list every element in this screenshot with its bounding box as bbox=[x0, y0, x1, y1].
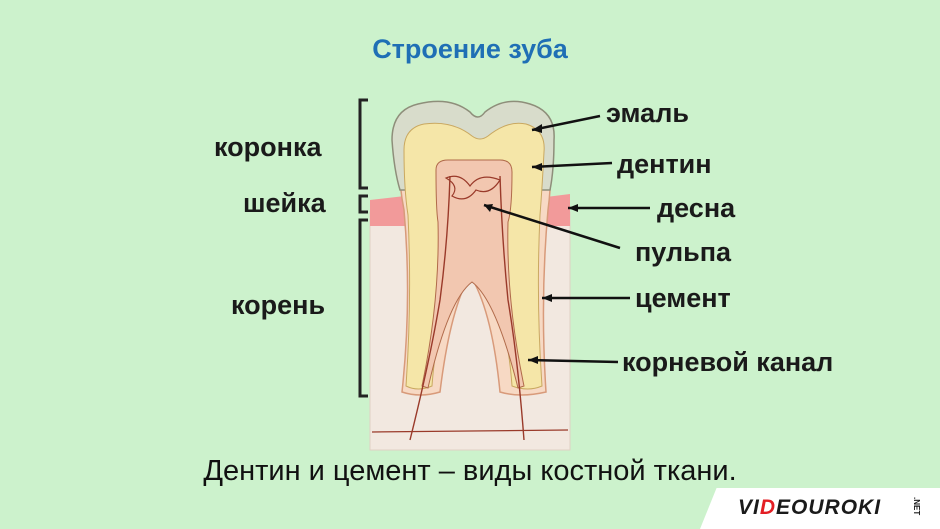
label-crown: коронка bbox=[214, 132, 322, 162]
arrowhead-gum bbox=[568, 204, 578, 212]
bracket-crown bbox=[358, 98, 368, 190]
label-enamel: эмаль bbox=[606, 98, 689, 128]
label-cement: цемент bbox=[635, 283, 731, 313]
arrowhead-root-canal bbox=[528, 356, 538, 364]
label-pulp: пульпа bbox=[635, 237, 732, 267]
brand-tld: .NET bbox=[912, 497, 921, 516]
brand-accent: D bbox=[759, 496, 777, 519]
label-root-canal: корневой канал bbox=[622, 347, 834, 377]
pointer-pulp bbox=[483, 203, 621, 250]
arrowhead-dentin bbox=[532, 163, 542, 171]
brand-suffix: EOUROKI bbox=[776, 496, 882, 519]
arrowhead-pulp bbox=[484, 204, 493, 212]
brand-logo[interactable]: VIDEOUROKI bbox=[738, 496, 881, 520]
arrowhead-enamel bbox=[532, 124, 542, 133]
pointer-enamel bbox=[531, 114, 601, 132]
bracket-root bbox=[358, 218, 368, 398]
vessel-right bbox=[499, 175, 525, 441]
label-neck: шейка bbox=[243, 188, 326, 218]
pointer-root-canal bbox=[527, 358, 619, 364]
vessel-left bbox=[409, 175, 451, 441]
pointer-dentin bbox=[531, 161, 613, 169]
slide-title: Строение зуба bbox=[372, 34, 568, 64]
brand-prefix: VI bbox=[738, 496, 760, 519]
arrowhead-cement bbox=[542, 294, 552, 302]
label-dentin: дентин bbox=[617, 149, 712, 179]
bracket-neck bbox=[358, 194, 368, 214]
vessel-network bbox=[444, 175, 501, 200]
vessel-bottom bbox=[371, 429, 569, 433]
label-gum: десна bbox=[657, 193, 736, 223]
gum bbox=[370, 196, 412, 226]
caption: Дентин и цемент – виды костной ткани. bbox=[203, 455, 737, 487]
label-root: корень bbox=[231, 290, 326, 320]
